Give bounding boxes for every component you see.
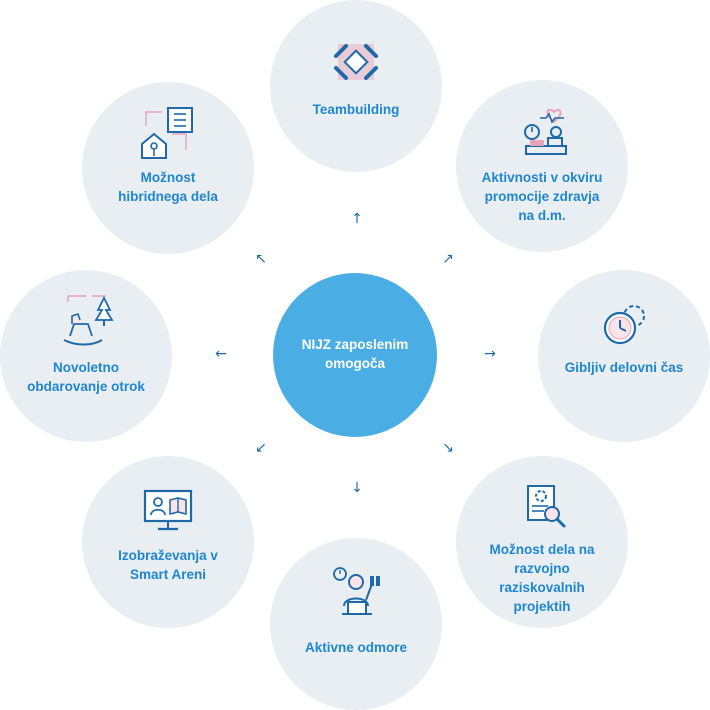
- arrow-down-left: ↙: [255, 440, 267, 456]
- handshake-puzzle-icon: [334, 44, 378, 80]
- node-research-projects: Možnost dela na razvojno raziskovalnih p…: [456, 456, 628, 628]
- arrow-up-right: ↗: [442, 251, 454, 267]
- node-hybrid-work: Možnost hibridnega dela: [82, 82, 254, 254]
- arrow-right: →: [484, 346, 496, 362]
- node-label: Teambuilding: [312, 102, 400, 117]
- flexible-time-clock-icon: [603, 305, 645, 345]
- active-break-person-icon: [333, 567, 380, 615]
- node-label: Aktivne odmore: [304, 640, 408, 655]
- arrow-up-left: ↖: [255, 251, 267, 267]
- node-label: Možnost dela na razvojno raziskovalnih p…: [489, 542, 595, 614]
- node-label: Aktivnosti v okviru promocije zdravja na…: [481, 170, 603, 223]
- center-node: NIJZ zaposlenim omogoča: [273, 273, 437, 437]
- node-new-year-gifts: Novoletno obdarovanje otrok: [0, 270, 172, 442]
- home-office-building-icon: [141, 107, 193, 159]
- node-teambuilding: Teambuilding: [270, 0, 442, 172]
- arrow-down-right: ↘: [442, 440, 454, 456]
- christmas-tree-rocking-horse-icon: [63, 295, 114, 346]
- node-label: Izobraževanja v Smart Areni: [118, 548, 218, 582]
- node-active-breaks: Aktivne odmore: [270, 538, 442, 710]
- arrow-up: ↑: [351, 211, 363, 227]
- node-flexible-time: Gibljiv delovni čas: [538, 270, 710, 442]
- node-label: Novoletno obdarovanje otrok: [27, 360, 145, 394]
- node-label: Možnost hibridnega dela: [118, 170, 218, 204]
- online-education-monitor-icon: [143, 489, 193, 531]
- arrow-left: ←: [215, 346, 227, 362]
- arrow-down: ↓: [351, 480, 363, 496]
- center-label: NIJZ zaposlenim omogoča: [301, 337, 409, 371]
- health-promotion-icon: [524, 108, 567, 155]
- node-label: Gibljiv delovni čas: [564, 360, 684, 375]
- node-health-promotion: Aktivnosti v okviru promocije zdravja na…: [456, 80, 628, 252]
- research-document-icon: [527, 485, 566, 528]
- node-smart-arena-education: Izobraževanja v Smart Areni: [82, 456, 254, 628]
